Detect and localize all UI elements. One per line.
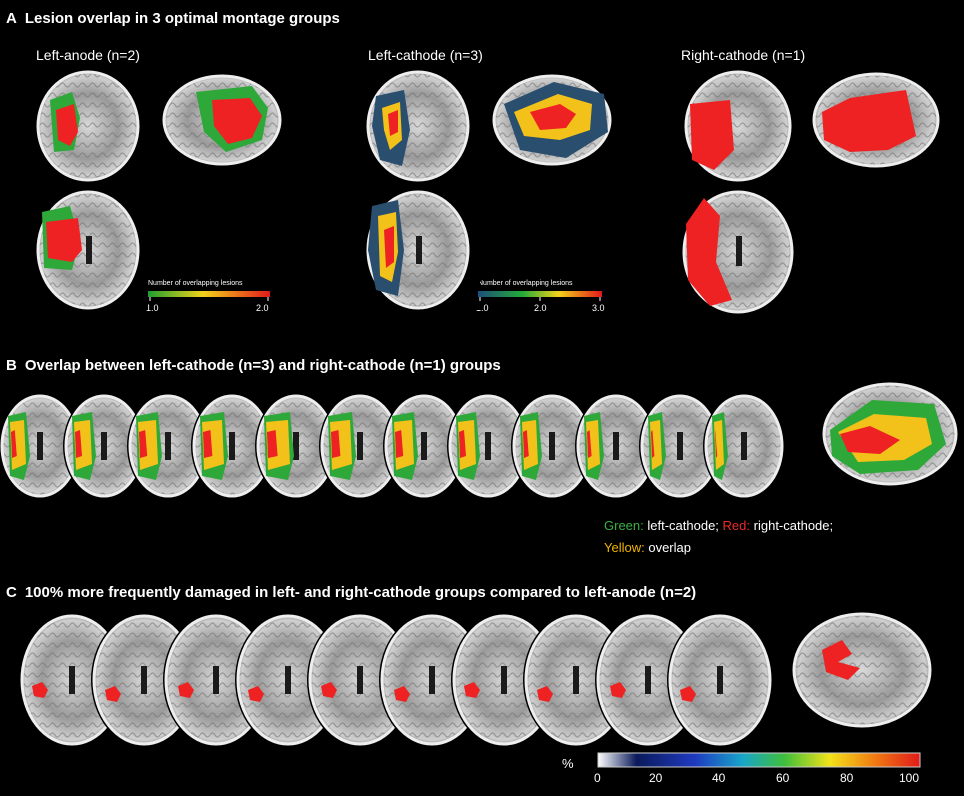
axial-slice-b-8: [447, 393, 529, 499]
legend-line-2: Yellow: overlap: [604, 538, 691, 558]
axial-slice-b-11: [639, 393, 721, 499]
colorbar-tick-c-20: 20: [649, 771, 663, 785]
axial-slice-b-5: [255, 393, 337, 499]
brain-coronal-right-cathode: [678, 70, 808, 184]
colorbar-tick-left-cathode-3: 3.0: [592, 303, 605, 313]
colorbar-title-left-cathode: Number of overlapping lesions: [478, 280, 573, 287]
legend-green-text: left-cathode;: [647, 518, 719, 533]
legend-green-key: Green:: [604, 518, 644, 533]
axial-slice-b-6: [319, 393, 401, 499]
axial-slice-b-7: [383, 393, 465, 499]
axial-slice-c-1: [19, 613, 125, 747]
colorbar-panel-c: [597, 752, 921, 768]
colorbar-tick-c-80: 80: [840, 771, 854, 785]
axial-slice-b-1: [0, 393, 81, 499]
colorbar-tick-left-anode-2: 2.0: [256, 303, 269, 313]
brain-sagittal-left-cathode: [490, 72, 620, 184]
brain-sagittal-panel-c: [788, 610, 952, 746]
colorbar-tick-c-60: 60: [776, 771, 790, 785]
colorbar-left-cathode: [478, 291, 602, 301]
group-label-left-anode: Left-anode (n=2): [36, 47, 140, 63]
axial-slice-b-10: [575, 393, 657, 499]
brain-coronal-left-cathode: [360, 70, 490, 184]
colorbar-tick-left-cathode-2: 2.0: [534, 303, 547, 313]
brain-coronal-left-anode: [28, 70, 158, 184]
brain-sagittal-right-cathode: [808, 72, 958, 184]
group-label-right-cathode: Right-cathode (n=1): [681, 47, 806, 63]
legend-yellow-text: overlap: [648, 540, 691, 555]
axial-slice-b-4: [191, 393, 273, 499]
group-label-left-cathode: Left-cathode (n=3): [368, 47, 483, 63]
axial-slice-b-12: [703, 393, 785, 499]
legend-red-text: right-cathode;: [753, 518, 834, 533]
legend-line-1: Green: left-cathode; Red: right-cathode;: [604, 516, 833, 536]
colorbar-tick-left-cathode-1: 1.0: [476, 303, 489, 313]
axial-slice-b-3: [127, 393, 209, 499]
axial-slice-c-7: [451, 613, 557, 747]
panel-b-slices: [0, 393, 785, 499]
panel-c-slices: [19, 613, 773, 747]
axial-slice-c-10: [667, 613, 773, 747]
colorbar-tick-c-100: 100: [899, 771, 920, 785]
axial-slice-c-3: [163, 613, 269, 747]
legend-yellow-key: Yellow:: [604, 540, 645, 555]
brain-axial-right-cathode: [678, 190, 808, 315]
colorbar-title-left-anode: Number of overlapping lesions: [148, 280, 243, 287]
colorbar-tick-c-0: 0: [594, 771, 601, 785]
colorbar-tick-left-anode-1: 1.0: [146, 303, 159, 313]
brain-sagittal-panel-b: [822, 382, 962, 498]
brain-axial-left-cathode: [360, 190, 480, 310]
colorbar-unit-percent: %: [562, 756, 574, 771]
legend-red-key: Red:: [722, 518, 751, 533]
colorbar-left-anode: [148, 291, 270, 301]
colorbar-tick-c-40: 40: [712, 771, 726, 785]
brain-axial-left-anode: [28, 190, 148, 310]
brain-sagittal-left-anode: [158, 72, 288, 184]
